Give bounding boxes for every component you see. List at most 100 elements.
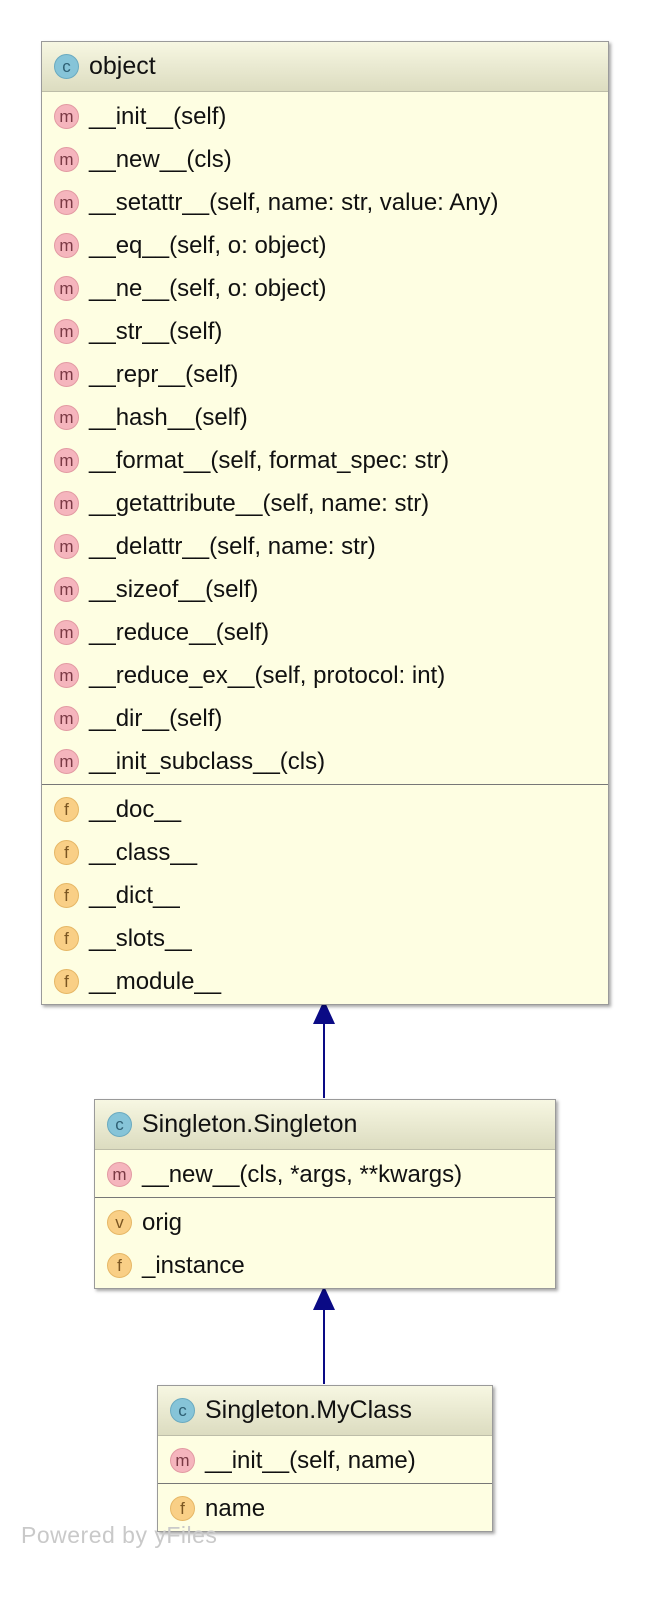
- field-row[interactable]: f __dict__: [42, 874, 608, 917]
- field-row[interactable]: f __module__: [42, 960, 608, 1003]
- method-row[interactable]: m __str__(self): [42, 310, 608, 353]
- field-name: __class__: [89, 838, 198, 866]
- method-row[interactable]: m __init__(self): [42, 95, 608, 138]
- method-icon: m: [54, 190, 79, 215]
- method-icon: m: [107, 1162, 132, 1187]
- field-icon: f: [54, 883, 79, 908]
- method-signature: __ne__(self, o: object): [89, 274, 327, 302]
- method-signature: __format__(self, format_spec: str): [89, 446, 450, 474]
- method-signature: __new__(cls, *args, **kwargs): [142, 1160, 463, 1188]
- method-signature: __new__(cls): [89, 145, 232, 173]
- method-icon: m: [54, 319, 79, 344]
- field-name: _instance: [142, 1251, 245, 1279]
- class-node-object[interactable]: c object m __init__(self) m __new__(cls) m…: [41, 41, 609, 1005]
- field-name: __dict__: [89, 881, 180, 909]
- fields-section: f __doc__ f __class__ f __dict__ f __slots__…: [42, 784, 608, 1004]
- field-name: __module__: [89, 967, 222, 995]
- method-signature: __getattribute__(self, name: str): [89, 489, 430, 517]
- method-row[interactable]: m __delattr__(self, name: str): [42, 525, 608, 568]
- field-name: __doc__: [89, 795, 182, 823]
- method-row[interactable]: m __reduce__(self): [42, 611, 608, 654]
- method-signature: __eq__(self, o: object): [89, 231, 327, 259]
- field-name: name: [205, 1494, 266, 1522]
- field-name: orig: [142, 1208, 183, 1236]
- method-signature: __str__(self): [89, 317, 223, 345]
- method-row[interactable]: m __eq__(self, o: object): [42, 224, 608, 267]
- methods-section: m __init__(self) m __new__(cls) m __setattr…: [42, 92, 608, 784]
- method-icon: m: [54, 104, 79, 129]
- method-row[interactable]: m __format__(self, format_spec: str): [42, 439, 608, 482]
- class-node-myclass[interactable]: c Singleton.MyClass m __init__(self, name…: [157, 1385, 493, 1532]
- methods-section: m __new__(cls, *args, **kwargs): [95, 1150, 555, 1197]
- method-row[interactable]: m __repr__(self): [42, 353, 608, 396]
- method-signature: __init__(self, name): [205, 1446, 416, 1474]
- field-row[interactable]: f _instance: [95, 1244, 555, 1287]
- class-node-singleton[interactable]: c Singleton.Singleton m __new__(cls, *arg…: [94, 1099, 556, 1289]
- yfiles-watermark: Powered by yFiles: [21, 1522, 218, 1548]
- method-icon: m: [54, 534, 79, 559]
- method-icon: m: [54, 663, 79, 688]
- class-icon: c: [170, 1398, 195, 1423]
- field-row[interactable]: f __class__: [42, 831, 608, 874]
- method-row[interactable]: m __reduce_ex__(self, protocol: int): [42, 654, 608, 697]
- field-icon: f: [107, 1253, 132, 1278]
- method-row[interactable]: m __setattr__(self, name: str, value: Any…: [42, 181, 608, 224]
- method-row[interactable]: m __new__(cls): [42, 138, 608, 181]
- field-name: __slots__: [89, 924, 192, 952]
- field-icon: f: [170, 1496, 195, 1521]
- method-signature: __hash__(self): [89, 403, 248, 431]
- method-signature: __reduce_ex__(self, protocol: int): [89, 661, 446, 689]
- method-icon: m: [170, 1448, 195, 1473]
- field-icon: f: [54, 926, 79, 951]
- method-icon: m: [54, 706, 79, 731]
- method-signature: __sizeof__(self): [89, 575, 259, 603]
- method-signature: __setattr__(self, name: str, value: Any): [89, 188, 499, 216]
- method-row[interactable]: m __init__(self, name): [158, 1439, 492, 1482]
- method-row[interactable]: m __init_subclass__(cls): [42, 740, 608, 783]
- method-row[interactable]: m __hash__(self): [42, 396, 608, 439]
- method-icon: m: [54, 491, 79, 516]
- method-signature: __init__(self): [89, 102, 227, 130]
- field-icon: f: [54, 969, 79, 994]
- method-icon: m: [54, 620, 79, 645]
- class-header: c object: [42, 42, 608, 92]
- method-signature: __delattr__(self, name: str): [89, 532, 376, 560]
- variable-icon: v: [107, 1210, 132, 1235]
- method-icon: m: [54, 577, 79, 602]
- class-icon: c: [54, 54, 79, 79]
- method-icon: m: [54, 276, 79, 301]
- field-icon: f: [54, 840, 79, 865]
- method-row[interactable]: m __getattribute__(self, name: str): [42, 482, 608, 525]
- method-row[interactable]: m __sizeof__(self): [42, 568, 608, 611]
- class-icon: c: [107, 1112, 132, 1137]
- field-icon: f: [54, 797, 79, 822]
- method-row[interactable]: m __new__(cls, *args, **kwargs): [95, 1153, 555, 1196]
- class-name: Singleton.MyClass: [205, 1396, 413, 1424]
- method-signature: __dir__(self): [89, 704, 223, 732]
- method-icon: m: [54, 147, 79, 172]
- class-name: object: [89, 52, 156, 80]
- method-icon: m: [54, 448, 79, 473]
- field-row[interactable]: f __slots__: [42, 917, 608, 960]
- method-signature: __init_subclass__(cls): [89, 747, 326, 775]
- method-icon: m: [54, 749, 79, 774]
- method-icon: m: [54, 405, 79, 430]
- arrowhead-singleton: [313, 1286, 335, 1310]
- class-header: c Singleton.Singleton: [95, 1100, 555, 1150]
- class-name: Singleton.Singleton: [142, 1110, 358, 1138]
- method-row[interactable]: m __ne__(self, o: object): [42, 267, 608, 310]
- method-signature: __repr__(self): [89, 360, 239, 388]
- methods-section: m __init__(self, name): [158, 1436, 492, 1483]
- method-icon: m: [54, 233, 79, 258]
- arrowhead-object: [313, 1000, 335, 1024]
- method-icon: m: [54, 362, 79, 387]
- method-signature: __reduce__(self): [89, 618, 270, 646]
- field-row[interactable]: f __doc__: [42, 788, 608, 831]
- class-header: c Singleton.MyClass: [158, 1386, 492, 1436]
- method-row[interactable]: m __dir__(self): [42, 697, 608, 740]
